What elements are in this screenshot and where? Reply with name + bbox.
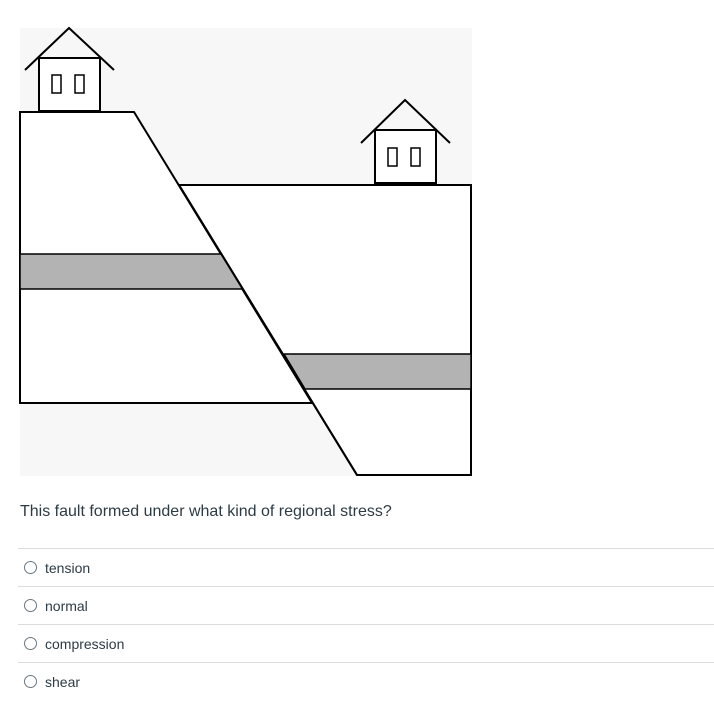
answer-option-compression[interactable]: compression	[18, 624, 714, 662]
radio-button[interactable]	[24, 561, 37, 574]
fault-diagram	[19, 26, 472, 476]
left-house-icon	[24, 26, 115, 112]
answer-option-shear[interactable]: shear	[18, 662, 714, 700]
answer-option-tension[interactable]: tension	[18, 548, 714, 586]
left-rock-layer	[19, 253, 245, 290]
right-rock-layer	[282, 353, 472, 390]
answer-label: compression	[45, 635, 125, 652]
fault-line	[178, 184, 358, 476]
radio-button[interactable]	[24, 637, 37, 650]
radio-button[interactable]	[24, 599, 37, 612]
answer-label: normal	[45, 597, 88, 614]
answer-list: tension normal compression shear	[18, 548, 714, 700]
answer-option-normal[interactable]: normal	[18, 586, 714, 624]
question-text: This fault formed under what kind of reg…	[20, 503, 392, 520]
answer-label: tension	[45, 559, 91, 576]
radio-button[interactable]	[24, 675, 37, 688]
right-house-icon	[360, 98, 451, 184]
answer-label: shear	[45, 673, 81, 690]
